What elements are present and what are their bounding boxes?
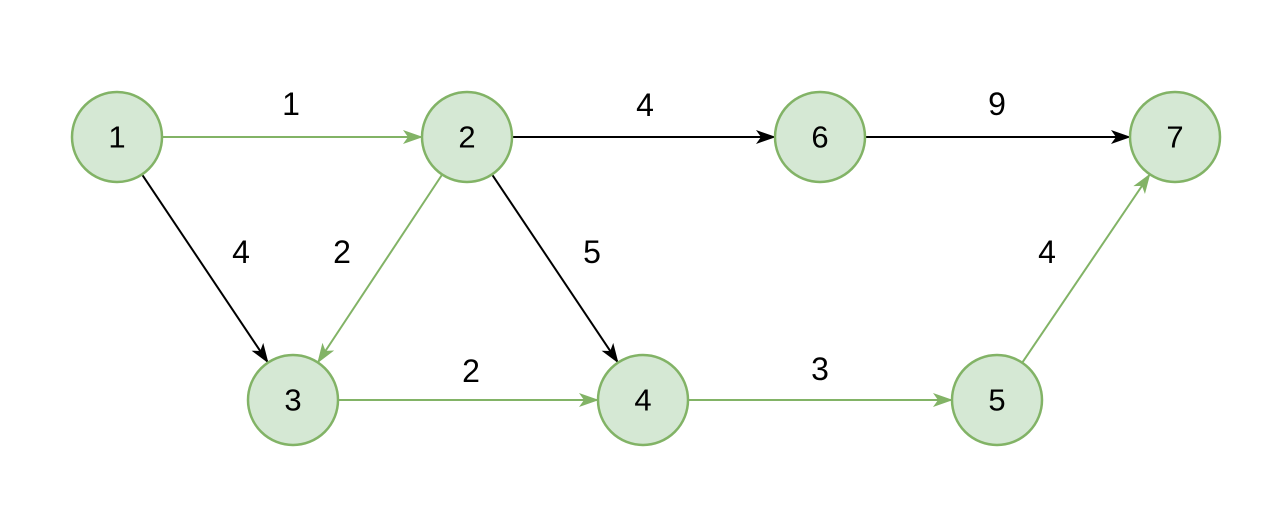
node-6: 6 xyxy=(773,90,867,184)
node-circle-3 xyxy=(246,353,340,447)
node-label-5: 5 xyxy=(988,383,1005,418)
node-circle-1 xyxy=(70,90,164,184)
node-label-3: 3 xyxy=(284,383,301,418)
edges-layer: 1 4 2 4 5 9 2 3 4 xyxy=(141,86,1151,407)
edge-5-7 xyxy=(1021,173,1151,364)
edge-weight-5-7: 4 xyxy=(1038,234,1056,270)
node-4: 4 xyxy=(596,353,690,447)
edge-1-3 xyxy=(141,173,269,364)
node-label-2: 2 xyxy=(458,120,475,155)
edge-weight-2-4: 5 xyxy=(583,234,601,270)
edge-weight-2-3: 2 xyxy=(333,234,351,270)
node-circle-6 xyxy=(773,90,867,184)
node-circle-5 xyxy=(950,353,1044,447)
node-label-1: 1 xyxy=(108,120,125,155)
node-circle-7 xyxy=(1128,90,1222,184)
edge-weight-2-6: 4 xyxy=(636,87,654,123)
nodes-layer: 1 2 6 7 3 4 5 xyxy=(70,90,1222,447)
edge-weight-1-3: 4 xyxy=(232,234,250,270)
node-circle-2 xyxy=(420,90,514,184)
node-5: 5 xyxy=(950,353,1044,447)
node-3: 3 xyxy=(246,353,340,447)
edge-weight-3-4: 2 xyxy=(462,353,480,389)
node-circle-4 xyxy=(596,353,690,447)
edge-weight-1-2: 1 xyxy=(282,86,300,122)
edge-2-3 xyxy=(316,173,444,364)
node-1: 1 xyxy=(70,90,164,184)
edge-weight-4-5: 3 xyxy=(811,351,829,387)
node-2: 2 xyxy=(420,90,514,184)
node-label-6: 6 xyxy=(811,120,828,155)
node-label-7: 7 xyxy=(1166,120,1183,155)
edge-weight-6-7: 9 xyxy=(988,86,1006,122)
edge-2-4 xyxy=(491,173,619,364)
node-label-4: 4 xyxy=(634,383,651,418)
node-7: 7 xyxy=(1128,90,1222,184)
